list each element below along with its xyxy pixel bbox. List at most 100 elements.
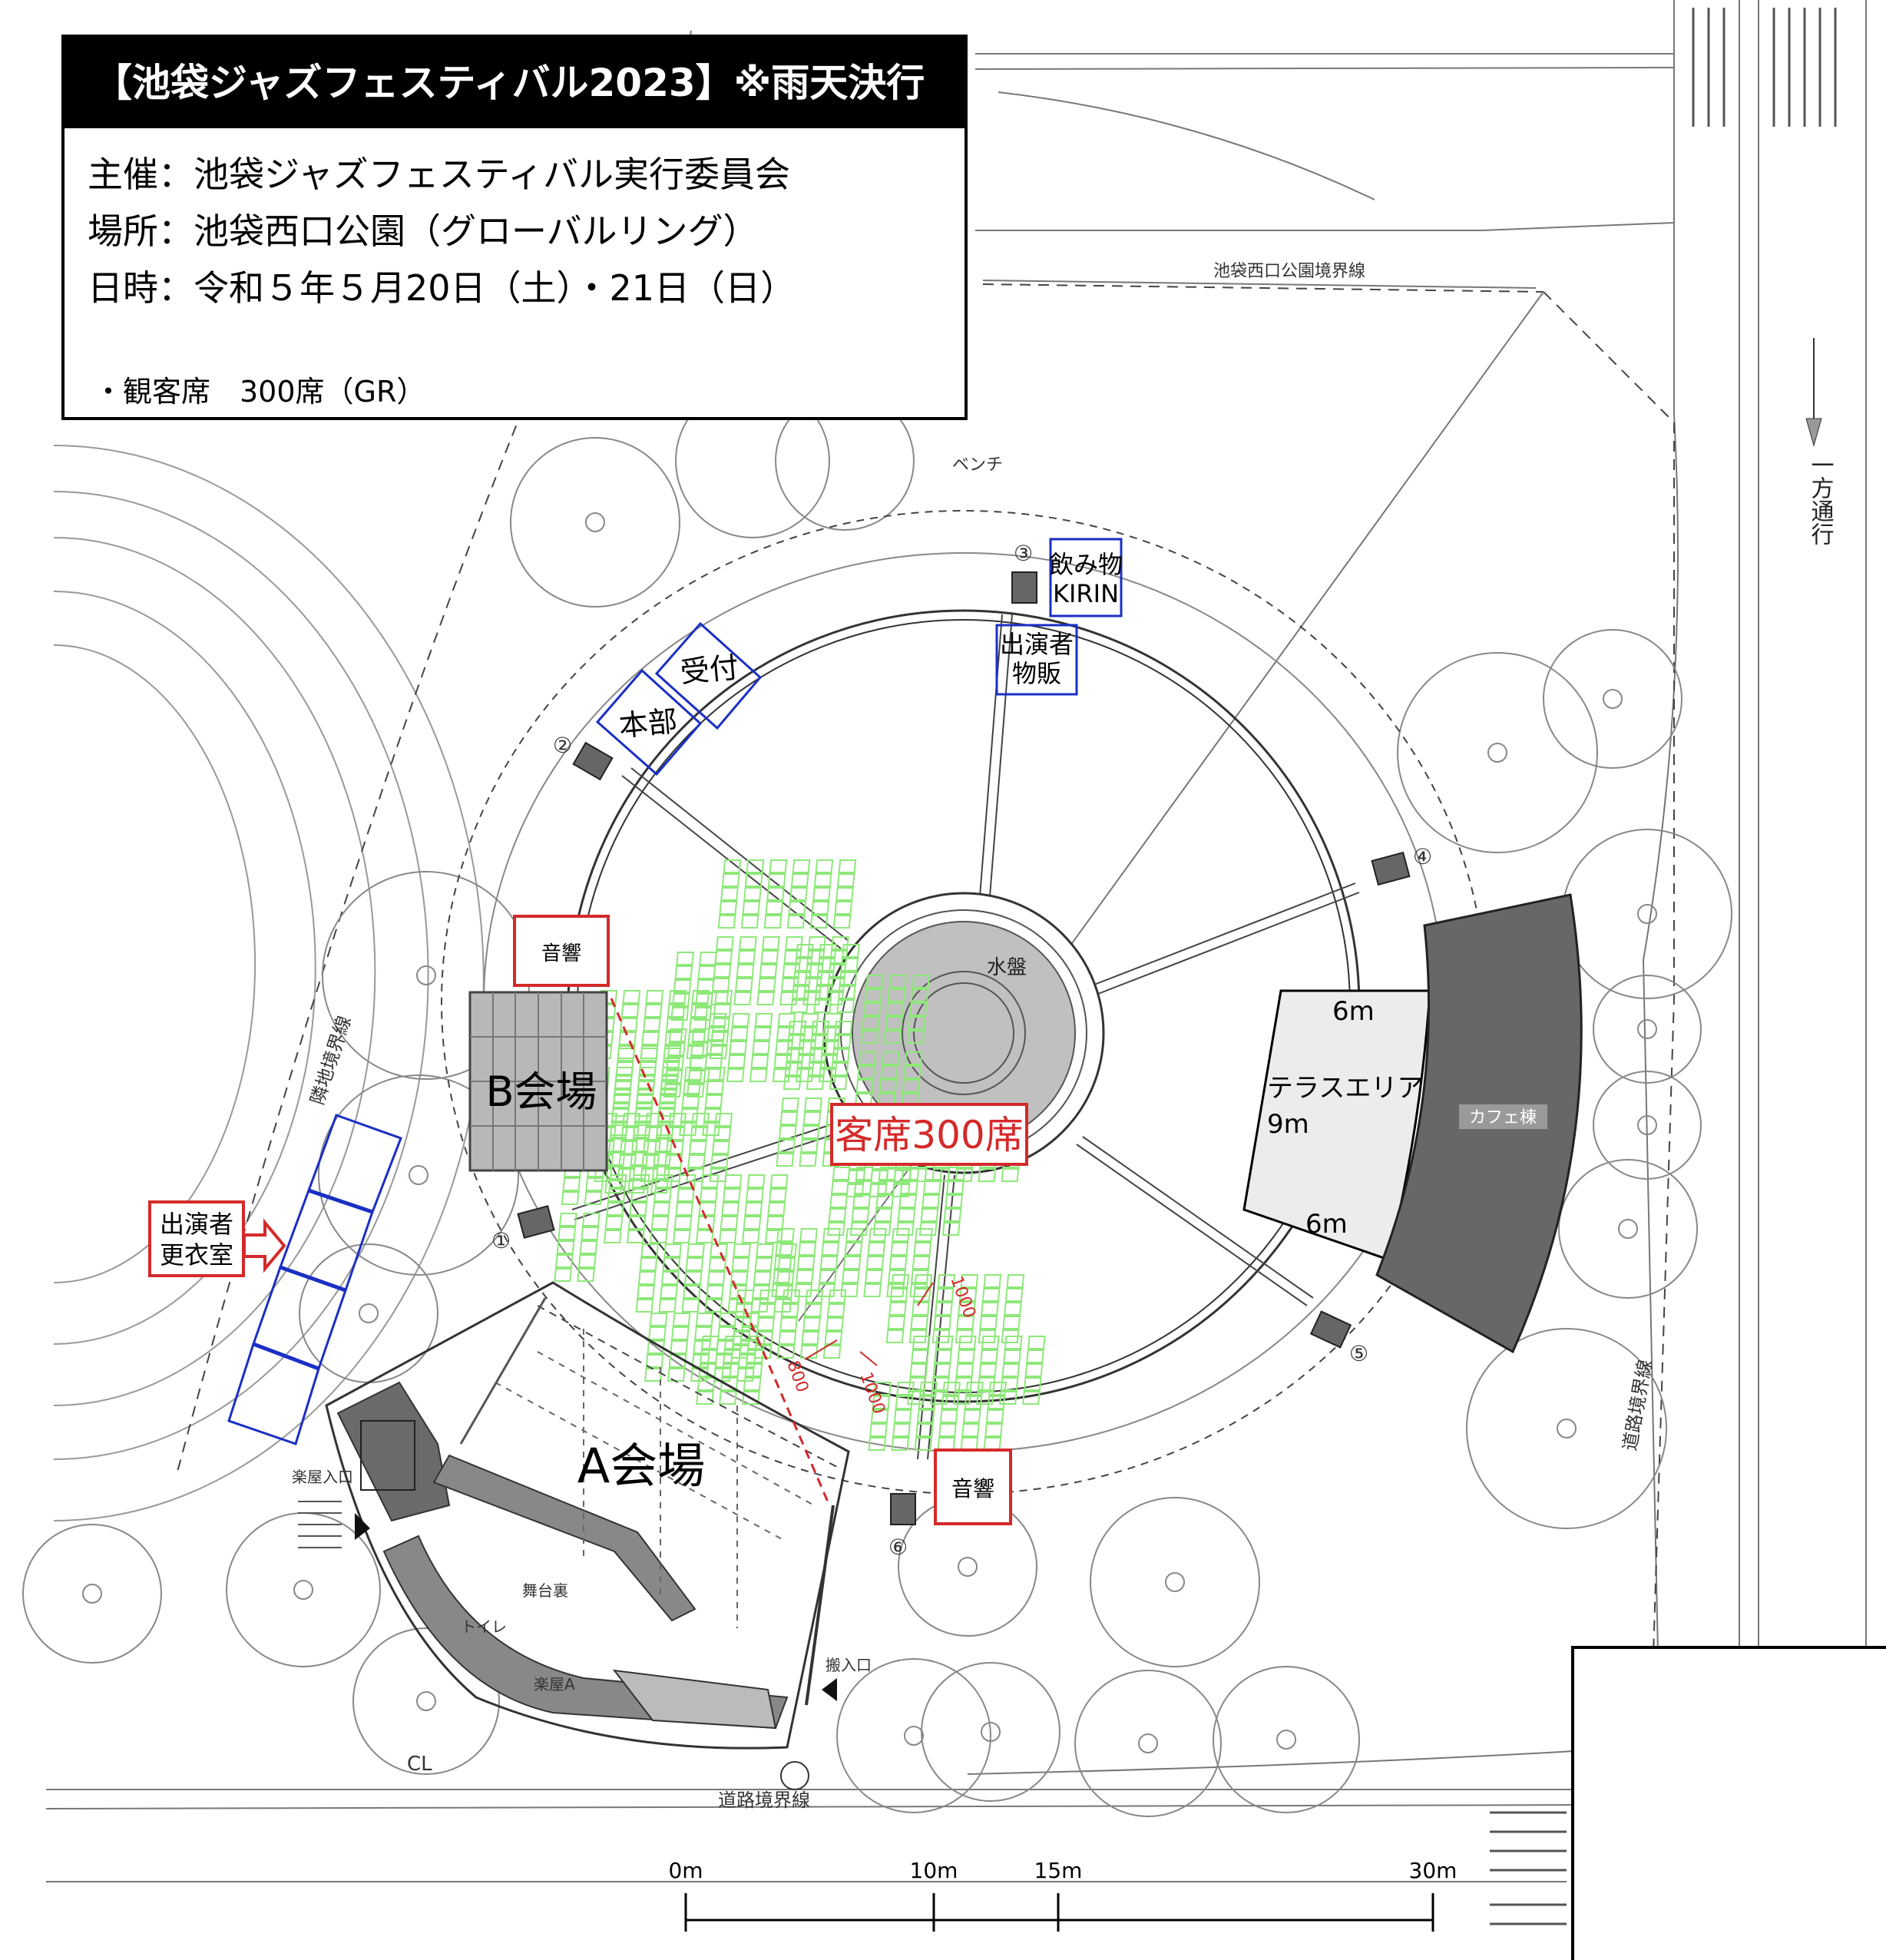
- seat: [778, 1125, 797, 1139]
- seat: [1022, 1391, 1041, 1405]
- seat: [897, 1208, 916, 1222]
- crosswalk-top: [1692, 8, 1837, 127]
- seat: [756, 992, 775, 1005]
- seat: [849, 1222, 869, 1236]
- seat: [620, 1018, 638, 1031]
- drinks-label: 飲み物: [1049, 550, 1123, 579]
- seat: [691, 1028, 710, 1042]
- seat: [709, 1045, 728, 1059]
- seat: [794, 958, 813, 972]
- seat: [714, 990, 733, 1004]
- one-way-label: 一方通行: [1807, 453, 1835, 545]
- seat: [733, 1243, 751, 1257]
- seats-label-box: [830, 1103, 1028, 1166]
- seat: [872, 1396, 891, 1409]
- seat: [769, 1174, 789, 1188]
- seat: [869, 1423, 888, 1437]
- kirin-label: KIRIN: [1053, 579, 1119, 608]
- seat: [937, 1274, 956, 1288]
- seat: [737, 950, 756, 964]
- seat: [703, 1108, 722, 1122]
- seat: [673, 1216, 693, 1230]
- seat: [562, 1177, 581, 1191]
- seat: [912, 975, 931, 988]
- seat: [700, 1336, 720, 1349]
- seat: [874, 1208, 893, 1222]
- seat: [979, 1316, 998, 1329]
- seat: [687, 1243, 705, 1257]
- event-title: 【池袋ジャズフェスティバル2023】※雨天決行: [65, 38, 965, 128]
- seat: [671, 1326, 690, 1340]
- seat: [786, 1048, 804, 1062]
- seat: [889, 1288, 908, 1302]
- seat: [609, 1124, 628, 1138]
- seat: [958, 1302, 976, 1316]
- seat: [689, 1056, 708, 1070]
- seat: [819, 944, 837, 958]
- seat: [721, 1202, 740, 1216]
- seat: [815, 859, 834, 873]
- seat: [911, 1270, 929, 1283]
- seat: [706, 1285, 724, 1299]
- seat: [794, 1283, 813, 1297]
- seat: [720, 1216, 739, 1230]
- seat: [743, 1377, 762, 1391]
- seat: [821, 1242, 840, 1256]
- seat: [658, 1299, 677, 1313]
- seat: [790, 873, 809, 887]
- seat: [696, 1391, 714, 1405]
- seat: [809, 915, 829, 929]
- seat: [910, 1316, 929, 1329]
- seat: [731, 1013, 750, 1027]
- seat: [1004, 1302, 1022, 1316]
- seat: [744, 1202, 763, 1216]
- seat: [792, 985, 810, 999]
- seat: [683, 1285, 701, 1299]
- seats-label: 客席300席: [835, 1113, 1023, 1157]
- seat: [631, 1138, 650, 1152]
- seat: [670, 1340, 689, 1354]
- seat: [958, 1336, 977, 1349]
- seat: [743, 887, 762, 901]
- seat: [660, 1271, 680, 1285]
- seat: [1003, 1349, 1021, 1363]
- seat: [902, 1079, 921, 1093]
- seat: [964, 1396, 983, 1409]
- seat: [635, 1299, 654, 1313]
- seat: [829, 1194, 849, 1208]
- seat: [700, 1174, 720, 1188]
- seat: [832, 1035, 852, 1048]
- seat: [687, 1070, 706, 1084]
- seat: [611, 1103, 630, 1117]
- toilet-label: トイレ: [461, 1617, 507, 1636]
- seat: [579, 1240, 598, 1254]
- seat: [792, 972, 812, 985]
- seat: [842, 1270, 860, 1283]
- seat: [870, 1170, 889, 1184]
- seat: [920, 1208, 939, 1222]
- seat: [696, 1377, 716, 1391]
- seat: [1027, 1336, 1046, 1349]
- seat: [842, 944, 860, 958]
- seat: [811, 1021, 830, 1035]
- seat: [717, 915, 736, 929]
- seat: [760, 950, 779, 964]
- seat: [978, 1168, 997, 1182]
- seat: [816, 972, 835, 985]
- seat: [771, 1283, 790, 1297]
- seat: [730, 1345, 749, 1359]
- stairs: [298, 1501, 342, 1548]
- seat: [688, 1141, 707, 1154]
- seat: [803, 1303, 822, 1317]
- seat: [985, 1409, 1004, 1423]
- seat: [636, 1089, 654, 1103]
- seat: [811, 901, 830, 915]
- seat: [777, 1139, 796, 1153]
- seat: [754, 1013, 773, 1027]
- seat: [762, 936, 780, 950]
- seat: [962, 1409, 981, 1423]
- seat: [773, 1270, 791, 1283]
- seat: [826, 1222, 845, 1236]
- cafe-label: カフェ棟: [1469, 1108, 1537, 1127]
- seat: [830, 1062, 849, 1076]
